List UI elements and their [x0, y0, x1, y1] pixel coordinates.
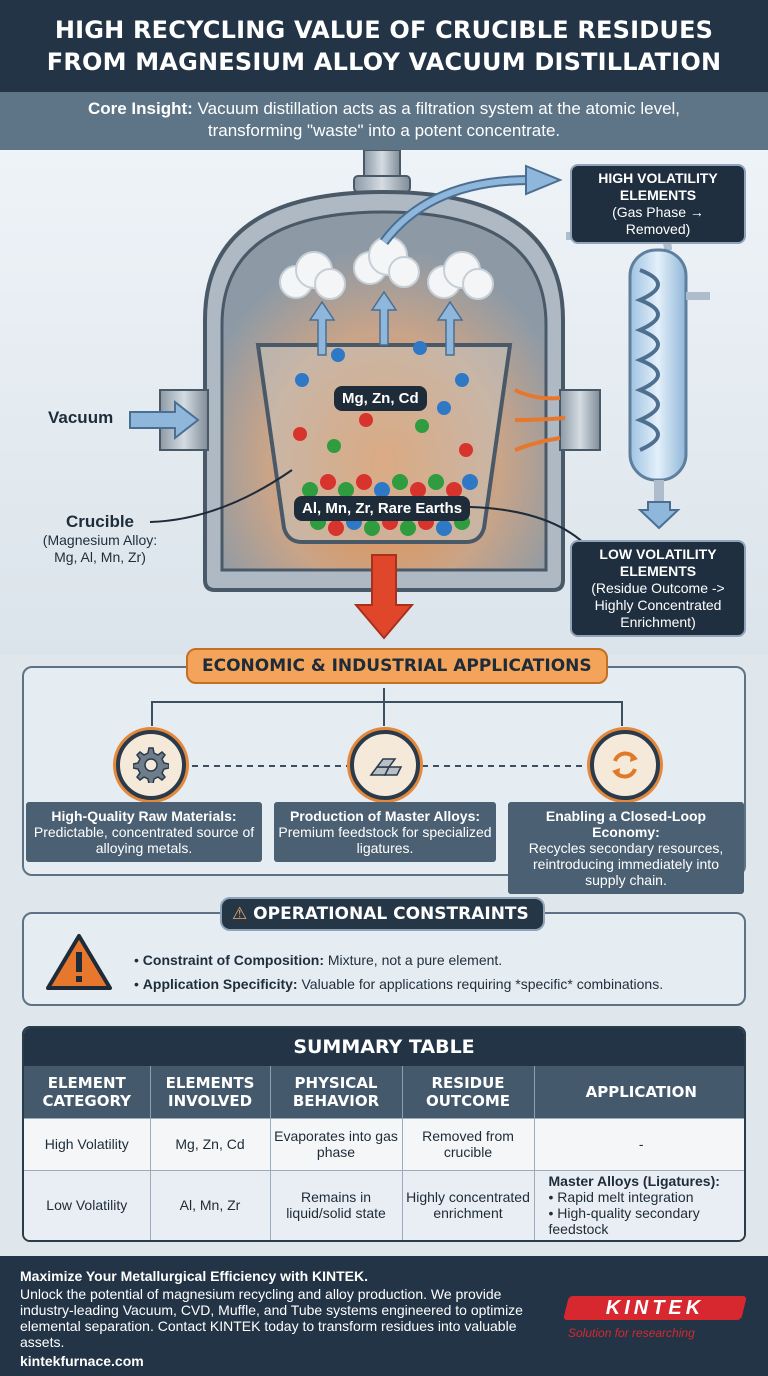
constraint-text-1: Mixture, not a pure element.: [324, 952, 503, 968]
table-header: RESIDUE OUTCOME: [402, 1066, 535, 1118]
core-insight-banner: Core Insight: Vacuum distillation acts a…: [0, 92, 768, 150]
logo-text: KINTEK: [605, 1297, 705, 1319]
table-cell: Al, Mn, Zr: [150, 1169, 271, 1240]
application-title-2: Production of Master Alloys:: [289, 808, 481, 824]
application-title-3: Enabling a Closed-Loop Economy:: [545, 808, 707, 840]
summary-table-title: SUMMARY TABLE: [24, 1028, 744, 1066]
table-cell: Mg, Zn, Cd: [150, 1117, 271, 1170]
header: HIGH RECYCLING VALUE OF CRUCIBLE RESIDUE…: [0, 0, 768, 92]
table-header: ELEMENTS INVOLVED: [150, 1066, 271, 1118]
summary-grid: ELEMENT CATEGORY ELEMENTS INVOLVED PHYSI…: [24, 1066, 744, 1240]
application-card-1: High-Quality Raw Materials: Predictable,…: [26, 802, 262, 862]
table-cell: Low Volatility: [24, 1169, 151, 1240]
table-cell: Evaporates into gas phase: [270, 1117, 403, 1170]
application-card-3: Enabling a Closed-Loop Economy: Recycles…: [508, 802, 744, 894]
footer: Maximize Your Metallurgical Efficiency w…: [0, 1256, 768, 1376]
low-volatility-title: LOW VOLATILITY ELEMENTS: [599, 546, 717, 579]
application-text-3: Recycles secondary resources, reintroduc…: [528, 840, 724, 888]
heat-arrows: [514, 388, 566, 452]
table-row: High Volatility Mg, Zn, Cd Evaporates in…: [24, 1117, 744, 1170]
low-volatility-label: LOW VOLATILITY ELEMENTS (Residue Outcome…: [570, 540, 746, 637]
table-cell: Remains in liquid/solid state: [270, 1169, 403, 1240]
applications-connectors: [151, 688, 623, 767]
outlet-port: [559, 389, 601, 451]
footer-body: Unlock the potential of magnesium recycl…: [20, 1286, 523, 1350]
low-volatility-subtitle: (Residue Outcome -> Highly Concentrated …: [591, 580, 725, 630]
constraint-label-2: Application Specificity:: [142, 976, 298, 992]
high-volatility-title: HIGH VOLATILITY ELEMENTS: [598, 170, 718, 203]
table-header: PHYSICAL BEHAVIOR: [270, 1066, 403, 1118]
residue-output-arrow: [353, 554, 415, 640]
crucible-title: Crucible: [65, 512, 135, 531]
title-line-1: HIGH RECYCLING VALUE OF CRUCIBLE RESIDUE…: [54, 16, 714, 44]
application-card-2: Production of Master Alloys: Premium fee…: [274, 802, 496, 862]
application-text-2: Premium feedstock for specialized ligatu…: [278, 824, 492, 856]
application-icon-1: [116, 730, 186, 800]
crucible-leader-line: [149, 469, 293, 523]
gas-outlet-arrow: [525, 164, 563, 196]
logo-tagline: Solution for researching: [568, 1326, 695, 1340]
table-cell: High Volatility: [24, 1117, 151, 1170]
insight-label: Core Insight:: [87, 99, 193, 118]
table-cell-application: Master Alloys (Ligatures): • Rapid melt …: [534, 1169, 744, 1240]
application-icon-3: [590, 730, 660, 800]
insight-text-1: Vacuum distillation acts as a filtration…: [197, 99, 681, 118]
metal-ingots-icon: [369, 758, 403, 776]
application-title-1: High-Quality Raw Materials:: [51, 808, 237, 824]
vacuum-label: Vacuum: [48, 408, 114, 427]
constraint-item: Application Specificity: Valuable for ap…: [134, 972, 663, 996]
constraints-panel: ⚠ OPERATIONAL CONSTRAINTS Constraint of …: [22, 897, 746, 1006]
constraints-title: ⚠ OPERATIONAL CONSTRAINTS: [220, 897, 545, 931]
table-cell: Highly concentrated enrichment: [402, 1169, 535, 1240]
application-cell-bullet: • High-quality secondary feedstock: [548, 1205, 700, 1238]
application-cell-bullet: • Rapid melt integration: [548, 1189, 694, 1206]
table-cell: Removed from crucible: [402, 1117, 535, 1170]
applications-panel: ECONOMIC & INDUSTRIAL APPLICATIONS High-…: [22, 648, 746, 894]
high-volatility-subtitle: (Gas Phase → Removed): [612, 204, 704, 237]
crucible-label: Crucible (Magnesium Alloy: Mg, Al, Mn, Z…: [30, 512, 170, 566]
footer-title: Maximize Your Metallurgical Efficiency w…: [20, 1268, 369, 1284]
applications-title: ECONOMIC & INDUSTRIAL APPLICATIONS: [186, 648, 608, 684]
application-text-1: Predictable, concentrated source of allo…: [33, 824, 255, 856]
summary-table: SUMMARY TABLE ELEMENT CATEGORY ELEMENTS …: [22, 1026, 746, 1242]
condensate-arrow: [637, 501, 681, 530]
constraint-text-2: Valuable for applications requiring *spe…: [297, 976, 664, 992]
constraint-item: Constraint of Composition: Mixture, not …: [134, 948, 663, 972]
footer-link[interactable]: kintekfurnace.com: [20, 1353, 144, 1369]
table-row: Low Volatility Al, Mn, Zr Remains in liq…: [24, 1169, 744, 1240]
application-cell-title: Master Alloys (Ligatures):: [548, 1173, 720, 1190]
volatile-elements-chip: Mg, Zn, Cd: [334, 386, 427, 411]
distillation-diagram: HIGH VOLATILITY ELEMENTS (Gas Phase → Re…: [0, 150, 768, 655]
constraints-title-text: OPERATIONAL CONSTRAINTS: [253, 904, 529, 924]
warning-triangle-icon: [46, 934, 112, 990]
gear-icon: [133, 747, 169, 783]
recycle-icon: [612, 751, 638, 779]
constraints-list: Constraint of Composition: Mixture, not …: [134, 948, 663, 996]
table-header: APPLICATION: [534, 1066, 744, 1118]
table-header: ELEMENT CATEGORY: [24, 1066, 151, 1118]
crucible-subtitle: (Magnesium Alloy: Mg, Al, Mn, Zr): [42, 532, 158, 565]
insight-text-2: transforming "waste" into a potent conce…: [207, 121, 561, 140]
kintek-logo: KINTEK: [563, 1296, 747, 1320]
title-line-2: FROM MAGNESIUM ALLOY VACUUM DISTILLATION: [46, 48, 722, 76]
residue-elements-chip: Al, Mn, Zr, Rare Earths: [294, 496, 471, 521]
warning-icon: ⚠: [232, 904, 248, 924]
evaporation-arrows: [308, 290, 464, 356]
residue-particles: [302, 474, 478, 536]
vacuum-arrow: [129, 399, 200, 441]
application-icon-2: [350, 730, 420, 800]
vapor-clouds: [279, 236, 494, 300]
page-title: HIGH RECYCLING VALUE OF CRUCIBLE RESIDUE…: [0, 14, 768, 78]
high-volatility-label: HIGH VOLATILITY ELEMENTS (Gas Phase → Re…: [570, 164, 746, 244]
table-cell: -: [534, 1117, 744, 1170]
constraint-label-1: Constraint of Composition:: [142, 952, 324, 968]
volatile-particles: [293, 341, 473, 457]
